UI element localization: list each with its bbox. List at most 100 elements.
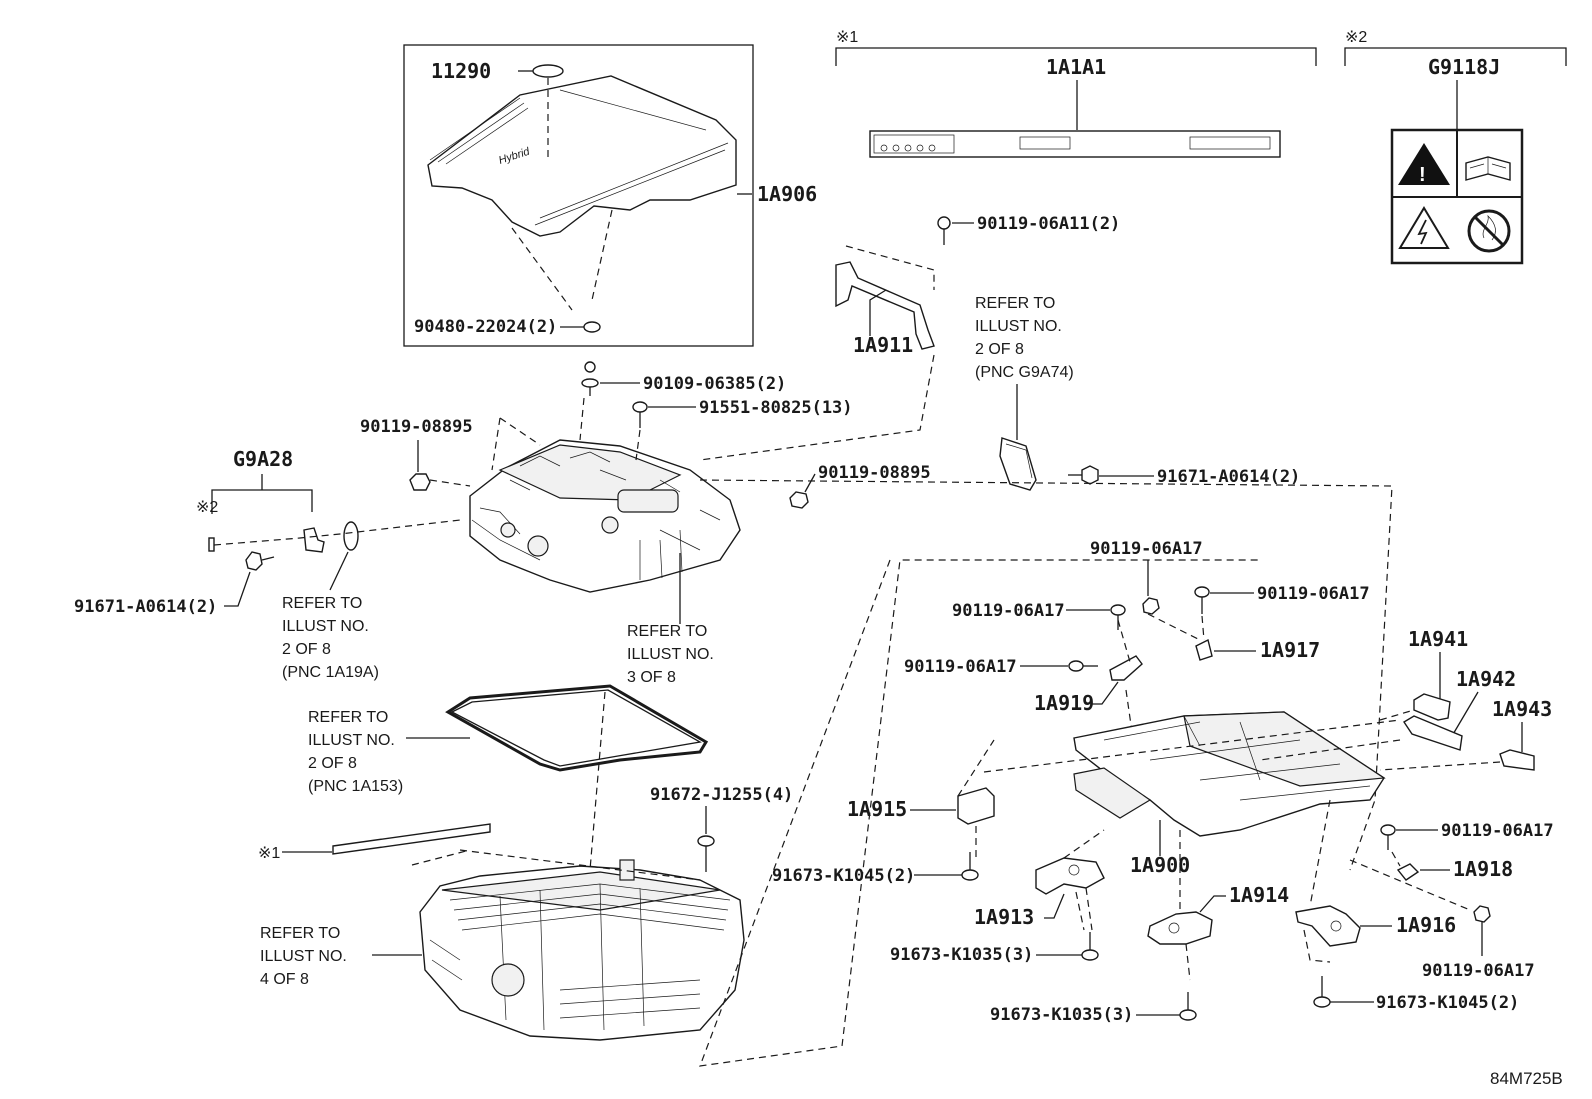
label-1A941: 1A941: [1408, 627, 1468, 651]
sensor-plate-g9a74[interactable]: [999, 437, 1037, 491]
note-line: 2 OF 8: [308, 755, 357, 772]
o-ring-1A19A[interactable]: [343, 521, 359, 551]
label-1A906: 1A906: [757, 182, 817, 206]
caution-label-1A1A1[interactable]: [869, 130, 1281, 158]
note-line: REFER TO: [627, 623, 707, 640]
bolt-90119-06A17-b[interactable]: [1110, 604, 1126, 630]
label-90119-08895-a: 90119-08895: [360, 417, 473, 437]
nut-90119-06A17-a[interactable]: [1142, 597, 1160, 615]
grommet-90480[interactable]: [583, 321, 601, 333]
bolt-91671-A0614-right[interactable]: [1068, 465, 1099, 485]
label-91672: 91672-J1255(4): [650, 785, 793, 805]
label-91673-K1045-b: 91673-K1045(2): [1376, 993, 1519, 1013]
label-91673-K1045-a: 91673-K1045(2): [772, 866, 915, 886]
bracket-1A919[interactable]: [1109, 655, 1143, 681]
label-1A918: 1A918: [1453, 857, 1513, 881]
cover-inset-box: Hybrid: [403, 44, 754, 347]
note-line: ILLUST NO.: [627, 646, 714, 663]
note-line: 2 OF 8: [975, 341, 1024, 358]
bolt-91672-J1255[interactable]: [697, 835, 715, 872]
note-1a19a: REFER TO ILLUST NO. 2 OF 8 (PNC 1A19A): [282, 595, 379, 681]
label-1A943: 1A943: [1492, 697, 1552, 721]
nut-90119-06A17-f[interactable]: [1473, 905, 1491, 923]
bolt-91551-80825[interactable]: [632, 401, 648, 428]
marker-2-top: ※2: [1345, 29, 1367, 46]
note-line: ILLUST NO.: [308, 732, 395, 749]
label-91673-K1035-a: 91673-K1035(3): [890, 945, 1033, 965]
label-1A919: 1A919: [1034, 691, 1094, 715]
label-1A914: 1A914: [1229, 883, 1289, 907]
bracket-1A917[interactable]: [1195, 638, 1213, 661]
bracket-G9A28[interactable]: [303, 527, 325, 553]
label-1A915: 1A915: [847, 797, 907, 821]
bracket-1A915[interactable]: [957, 787, 995, 825]
warning-label-G9118J[interactable]: !: [1390, 128, 1524, 265]
note-1a153: REFER TO ILLUST NO. 2 OF 8 (PNC 1A153): [308, 709, 403, 795]
spacer-1A943[interactable]: [1499, 749, 1535, 771]
battery-tray-1A900[interactable]: [1073, 711, 1386, 837]
note-line: (PNC 1A153): [308, 778, 403, 795]
nut-90119-08895-a[interactable]: [409, 473, 431, 491]
bolt-90119-06A11[interactable]: [937, 216, 951, 245]
label-90119-06A11: 90119-06A11(2): [977, 214, 1120, 234]
bolt-90109-06385[interactable]: [581, 361, 599, 396]
label-1A911: 1A911: [853, 333, 913, 357]
spacer-1A941[interactable]: [1413, 693, 1451, 721]
manual-book-icon: [1465, 156, 1511, 181]
bolt-91673-K1035-b[interactable]: [1179, 992, 1197, 1021]
label-1A900: 1A900: [1130, 853, 1190, 877]
battery-cover-1A906[interactable]: Hybrid: [427, 75, 737, 237]
note-line: REFER TO: [260, 925, 340, 942]
svg-text:!: !: [1419, 164, 1426, 186]
label-90119-06A17-f: 90119-06A17: [1422, 961, 1535, 981]
label-G9A28: G9A28: [233, 447, 293, 471]
marker-1-top: ※1: [836, 29, 858, 46]
section-G9118J: ※2 G9118J !: [1344, 29, 1567, 265]
warning-triangle-icon: [1398, 143, 1450, 185]
label-91671-left: 91671-A0614(2): [74, 597, 217, 617]
sticker-left[interactable]: [208, 537, 215, 552]
nut-90119-08895-b[interactable]: [789, 491, 809, 509]
bolt-90119-06A17-d[interactable]: [1068, 660, 1098, 672]
label-90119-06A17-c: 90119-06A17: [1257, 584, 1370, 604]
label-90119-06A17-d: 90119-06A17: [904, 657, 1017, 677]
gasket-1A153[interactable]: [445, 684, 709, 772]
label-91551: 91551-80825(13): [699, 398, 853, 418]
bracket-1A911[interactable]: [835, 261, 935, 350]
marker-2-left: ※2: [196, 499, 218, 516]
battery-stack-assembly[interactable]: [419, 859, 745, 1041]
label-11290: 11290: [431, 59, 491, 83]
label-1A1A1: 1A1A1: [1046, 55, 1106, 79]
label-90119-06A17-e: 90119-06A17: [1441, 821, 1554, 841]
bolt-91673-K1045-b[interactable]: [1313, 976, 1331, 1008]
note-line: REFER TO: [308, 709, 388, 726]
label-G9118J: G9118J: [1428, 55, 1500, 79]
bracket-1A913[interactable]: [1035, 857, 1105, 895]
note-line: 4 OF 8: [260, 971, 309, 988]
clip-1A918[interactable]: [1396, 863, 1420, 881]
spacer-1A942[interactable]: [1403, 715, 1463, 751]
bracket-1A916[interactable]: [1295, 905, 1361, 947]
bolt-90119-06A17-e[interactable]: [1380, 824, 1396, 850]
label-strip-1A1A1[interactable]: [332, 823, 491, 855]
label-90109: 90109-06385(2): [643, 374, 786, 394]
section-1A1A1: ※1 1A1A1: [835, 29, 1317, 158]
label-1A917: 1A917: [1260, 638, 1320, 662]
bolt-91673-K1045-a[interactable]: [961, 852, 979, 881]
note-line: ILLUST NO.: [260, 948, 347, 965]
battery-ecu-assembly[interactable]: [469, 439, 741, 593]
diagram-code: 84M725B: [1490, 1069, 1563, 1088]
note-line: 2 OF 8: [282, 641, 331, 658]
label-91671-right: 91671-A0614(2): [1157, 467, 1300, 487]
label-90119-08895-b: 90119-08895: [818, 463, 931, 483]
bolt-91673-K1035-a[interactable]: [1081, 932, 1099, 961]
bolt-91671-A0614-left[interactable]: [245, 551, 275, 571]
label-1A916: 1A916: [1396, 913, 1456, 937]
bracket-1A914[interactable]: [1147, 911, 1213, 945]
emblem-11290[interactable]: [532, 64, 564, 78]
bolt-90119-06A17-c[interactable]: [1194, 586, 1210, 614]
note-g9a74: REFER TO ILLUST NO. 2 OF 8 (PNC G9A74): [975, 295, 1074, 381]
label-90480: 90480-22024(2): [414, 317, 557, 337]
note-line: 3 OF 8: [627, 669, 676, 686]
